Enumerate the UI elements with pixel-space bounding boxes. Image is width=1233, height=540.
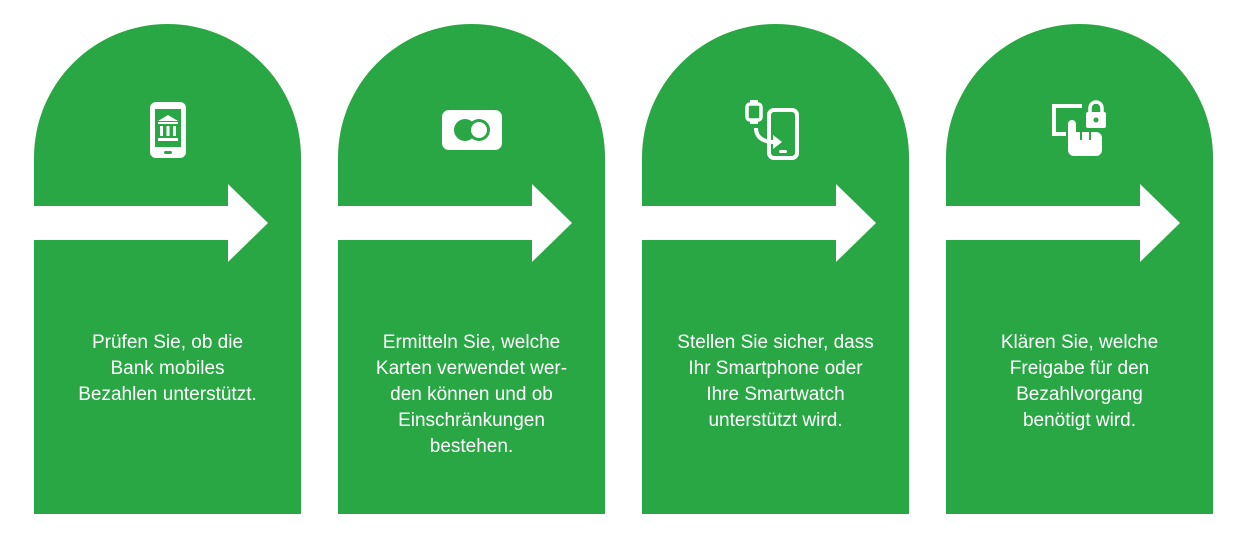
step-1-text: Prüfen Sie, ob die Bank mobiles Bezahlen… [78,332,257,405]
step-2-text: Ermitteln Sie, welche Karten verwendet w… [375,332,568,457]
step-3-text: Stellen Sie sicher, dass Ihr Smartphone … [677,332,874,431]
step-1-card: Prüfen Sie, ob die Bank mobiles Bezahlen… [34,24,301,514]
mobile-bank-icon [136,98,200,162]
step-2-card: Ermitteln Sie, welche Karten verwendet w… [338,24,605,514]
arrow-1 [34,184,268,262]
arrow-2 [338,184,572,262]
step-4-text: Klären Sie, welche Freigabe für den Beza… [1000,332,1159,431]
step-3-card: Stellen Sie sicher, dass Ihr Smartphone … [642,24,909,514]
touch-lock-icon [1048,98,1112,162]
step-4-card: Klären Sie, welche Freigabe für den Beza… [946,24,1213,514]
payment-card-icon [440,98,504,162]
arrow-3 [642,184,876,262]
arrow-4 [946,184,1180,262]
smartwatch-phone-icon [744,98,808,162]
